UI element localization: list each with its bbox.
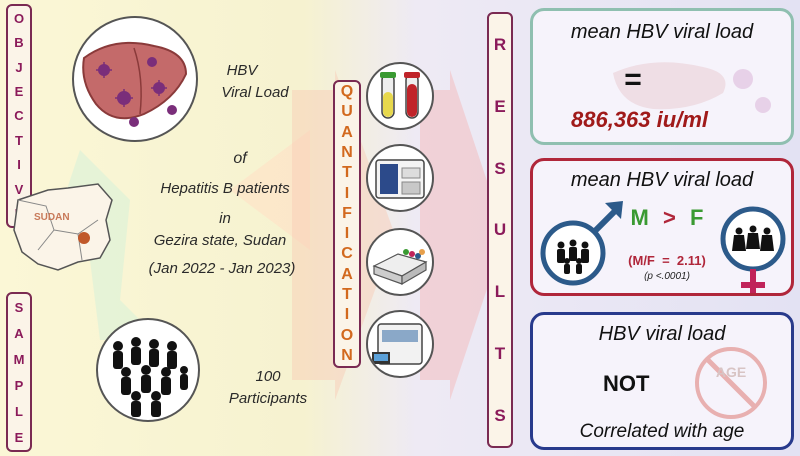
results-letter: T bbox=[494, 343, 506, 363]
quantification-letter: A bbox=[341, 123, 353, 141]
quantification-letter: O bbox=[340, 326, 354, 344]
objective-letter: O bbox=[13, 10, 25, 26]
objective-letter: E bbox=[14, 84, 24, 100]
male-symbol bbox=[540, 201, 623, 286]
hbv-text: HBV bbox=[226, 62, 258, 79]
objective-letter: B bbox=[14, 35, 24, 51]
no-age-icon: AGE bbox=[695, 347, 767, 419]
results-label: R E S U L T S bbox=[487, 12, 513, 448]
results-letter: S bbox=[494, 158, 506, 178]
extraction-machine-circle bbox=[366, 144, 434, 212]
box1-background-virus bbox=[613, 62, 771, 113]
people-icon-group bbox=[113, 337, 188, 417]
quantification-letter: I bbox=[344, 225, 350, 243]
male-letter: M bbox=[630, 205, 649, 230]
results-letter: S bbox=[494, 405, 506, 425]
gender-comparison: M > F bbox=[617, 205, 717, 231]
box1-equals: = bbox=[624, 63, 642, 96]
box1-title: mean HBV viral load bbox=[570, 21, 754, 43]
location-text: Gezira state, Sudan bbox=[153, 232, 287, 249]
liver-virus-illustration bbox=[82, 41, 188, 127]
objective-letter: T bbox=[15, 132, 23, 148]
quantification-letter: T bbox=[342, 164, 352, 182]
box1-value-line: 886,363 iu/ml bbox=[571, 107, 708, 133]
female-letter: F bbox=[689, 205, 704, 230]
results-letter: R bbox=[493, 35, 507, 55]
results-letter: E bbox=[494, 97, 506, 117]
quantification-letter: T bbox=[342, 285, 352, 303]
people-figures bbox=[113, 337, 188, 417]
plate-reader-circle bbox=[366, 228, 434, 296]
liver-lobe-line bbox=[133, 47, 142, 115]
extraction-machine-icon bbox=[375, 159, 425, 199]
gezira-marker bbox=[78, 232, 90, 244]
quantification-letter: N bbox=[341, 346, 353, 364]
sample-letter: S bbox=[14, 299, 24, 315]
virus-spikes bbox=[96, 62, 167, 107]
patients-text: Hepatitis B patients bbox=[160, 180, 290, 197]
left-arrow-fade bbox=[230, 130, 310, 250]
viral-load-text: Viral Load bbox=[221, 84, 289, 101]
of-text: of bbox=[233, 150, 247, 167]
test-tubes-circle bbox=[366, 62, 434, 130]
greater-than-sign: > bbox=[663, 205, 676, 230]
quantification-label: Q U A N T I F I C A T I O N bbox=[333, 80, 361, 368]
sample-letter: E bbox=[14, 429, 24, 445]
results-letter: U bbox=[493, 220, 507, 240]
viral-load-value: 886,363 bbox=[571, 107, 651, 132]
quantification-letter: F bbox=[342, 204, 352, 222]
quantification-letter: I bbox=[344, 184, 350, 202]
green-beam-bottom bbox=[90, 260, 160, 340]
objective-letter: I bbox=[17, 157, 21, 173]
objective-label: O B J E C T I V E bbox=[6, 4, 32, 228]
participants-text: Participants bbox=[228, 390, 308, 407]
results-letter: L bbox=[494, 282, 506, 302]
liver-shape bbox=[82, 41, 188, 120]
sample-letter: M bbox=[13, 351, 25, 367]
people-circle bbox=[96, 318, 200, 422]
quantification-letter: U bbox=[341, 103, 353, 121]
plate-reader-icon bbox=[372, 249, 428, 286]
sample-letter: L bbox=[15, 403, 23, 419]
arrow-to-results bbox=[420, 70, 505, 400]
result-box-mean-load: mean HBV viral load = 886,363 iu/ml bbox=[530, 8, 794, 145]
quantification-letter: I bbox=[344, 306, 350, 324]
liver-circle bbox=[72, 16, 198, 142]
sample-label: S A M P L E bbox=[6, 292, 32, 452]
sample-letter: A bbox=[14, 325, 24, 341]
p-value: (p <.0001) bbox=[644, 271, 690, 282]
objective-letter: V bbox=[14, 181, 24, 197]
box2-title: mean HBV viral load bbox=[570, 169, 754, 191]
correlated-text: Correlated with age bbox=[579, 421, 745, 442]
test-tubes-icon bbox=[380, 72, 420, 119]
gender-symbols bbox=[540, 201, 786, 293]
viral-load-unit: iu/ml bbox=[656, 107, 708, 132]
pcr-machine-circle bbox=[366, 310, 434, 378]
virus-particle bbox=[129, 117, 139, 127]
objective-letter: J bbox=[15, 59, 23, 75]
age-text: AGE bbox=[716, 364, 746, 380]
result-box-gender: mean HBV viral load bbox=[530, 158, 794, 296]
mf-ratio: (M/F = 2.11) bbox=[628, 253, 706, 268]
map-country-label: SUDAN bbox=[34, 212, 70, 223]
objective-letter: C bbox=[14, 108, 24, 124]
virus-particle bbox=[147, 57, 157, 67]
quantification-letter: Q bbox=[340, 83, 354, 101]
quantification-letter: N bbox=[341, 143, 353, 161]
virus-particle bbox=[167, 105, 177, 115]
map-outline bbox=[13, 183, 113, 271]
participant-count: 100 bbox=[255, 368, 281, 385]
box3-title: HBV viral load bbox=[598, 323, 726, 345]
female-symbol bbox=[720, 206, 786, 293]
quantification-letter: C bbox=[341, 245, 353, 263]
sample-letter: P bbox=[14, 377, 24, 393]
pcr-machine-icon bbox=[372, 323, 423, 365]
not-text: NOT bbox=[603, 371, 650, 396]
quantification-letter: A bbox=[341, 265, 353, 283]
in-text: in bbox=[219, 210, 231, 227]
period-text: (Jan 2022 - Jan 2023) bbox=[148, 260, 296, 277]
sudan-map: SUDAN bbox=[13, 183, 113, 271]
result-box-age: AGE HBV viral load NOT Correlated with a… bbox=[530, 312, 794, 450]
